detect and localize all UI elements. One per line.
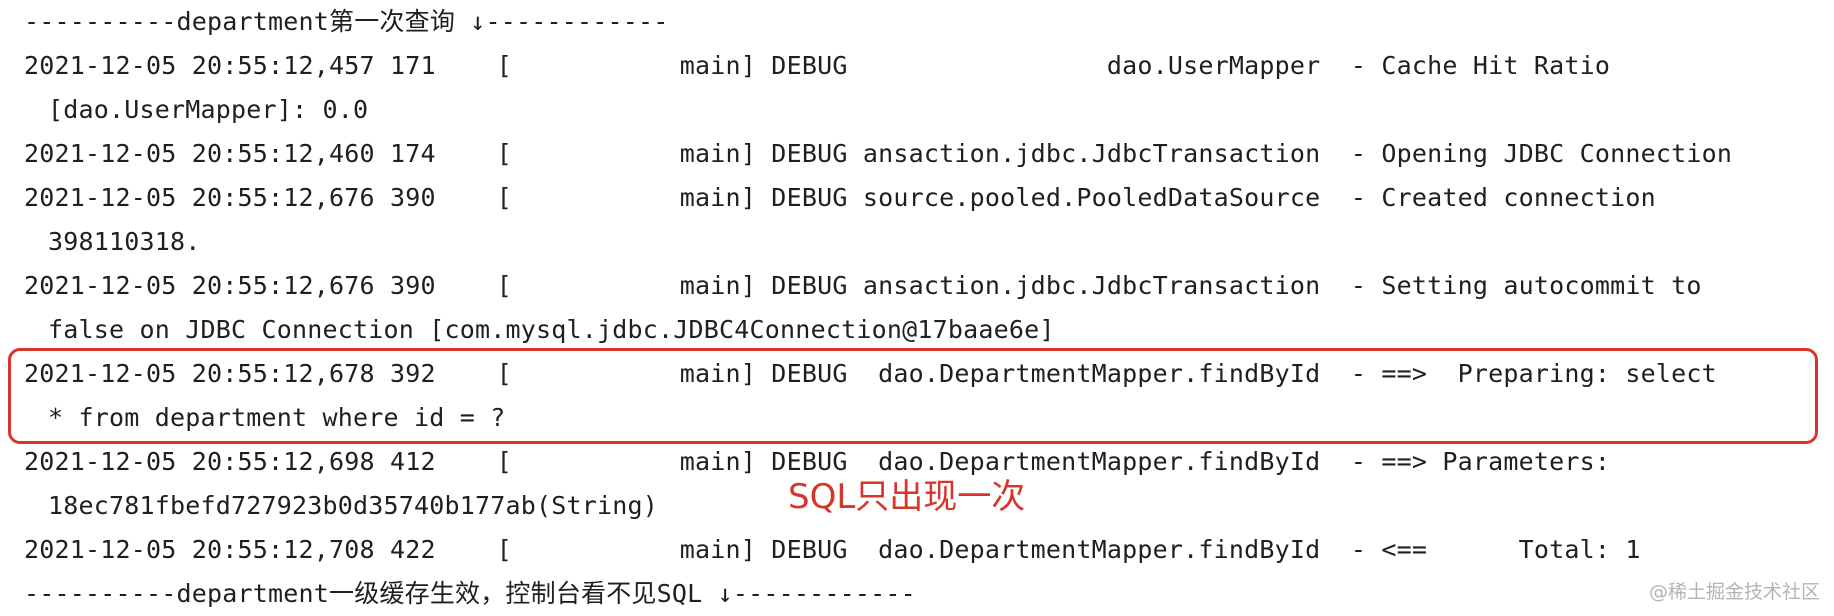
log-line-continuation: 398110318. — [48, 227, 201, 256]
log-line-sql-preparing: 2021-12-05 20:55:12,678 392 [ main] DEBU… — [24, 359, 1717, 388]
log-line-continuation: false on JDBC Connection [com.mysql.jdbc… — [48, 315, 1055, 344]
annotation-sql-once: SQL只出现一次 — [788, 477, 1026, 517]
log-line-continuation: 18ec781fbefd727923b0d35740b177ab(String) — [48, 491, 659, 520]
log-line: 2021-12-05 20:55:12,676 390 [ main] DEBU… — [24, 183, 1656, 212]
log-line: 2021-12-05 20:55:12,457 171 [ main] DEBU… — [24, 51, 1611, 80]
log-line: 2021-12-05 20:55:12,460 174 [ main] DEBU… — [24, 139, 1733, 168]
log-line-sql-total: 2021-12-05 20:55:12,708 422 [ main] DEBU… — [24, 535, 1641, 564]
log-separator-cache-hit: ----------department一级缓存生效，控制台看不见SQL ↓--… — [24, 579, 916, 608]
log-separator-first-query: ----------department第一次查询 ↓------------ — [24, 7, 669, 36]
log-line-continuation: [dao.UserMapper]: 0.0 — [48, 95, 369, 124]
watermark: @稀土掘金技术社区 — [1648, 581, 1820, 603]
sql-highlight-box — [8, 348, 1818, 444]
log-line-sql-parameters: 2021-12-05 20:55:12,698 412 [ main] DEBU… — [24, 447, 1611, 476]
log-line-sql-statement: * from department where id = ? — [48, 403, 506, 432]
log-line: 2021-12-05 20:55:12,676 390 [ main] DEBU… — [24, 271, 1702, 300]
